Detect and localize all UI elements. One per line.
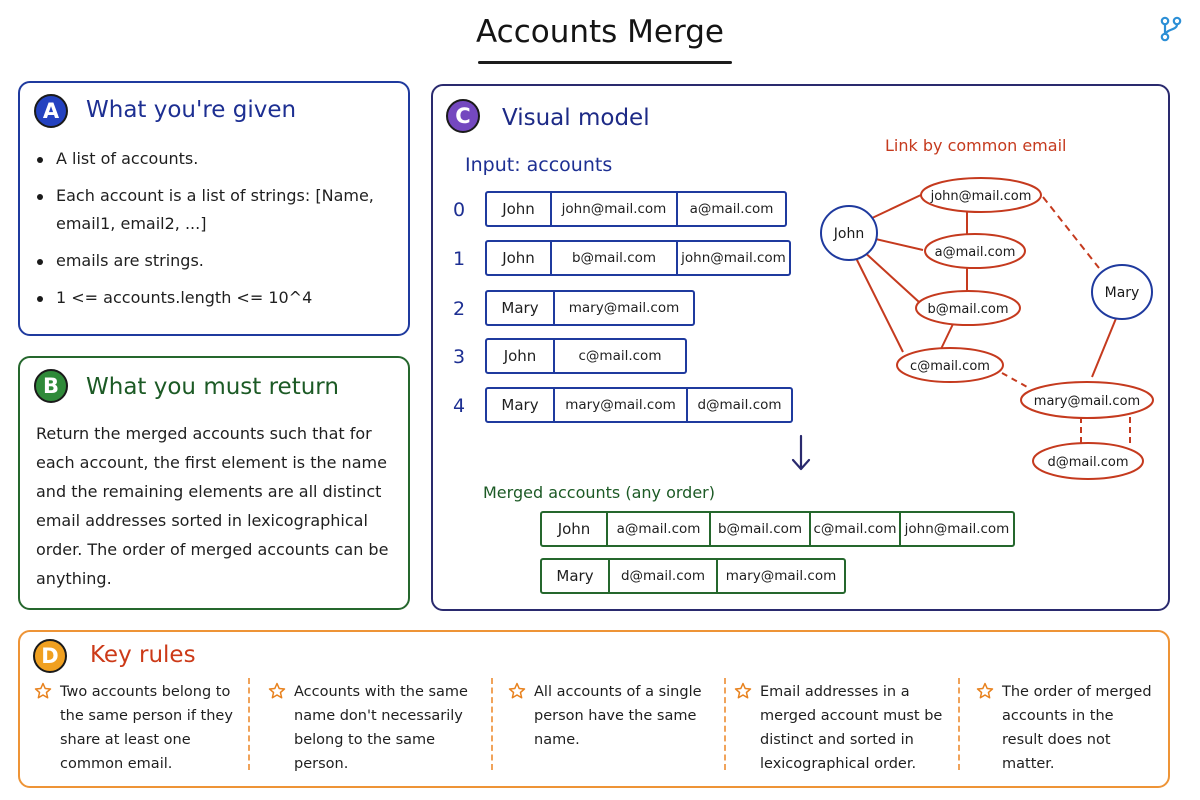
account-index: 2 [453,298,466,320]
node-label: Mary [1105,285,1140,301]
email-graph: John Mary john@mail.com a@mail.com b@mai… [820,177,1154,480]
star-icon [34,682,52,699]
badge-c: C [446,99,480,133]
account-row: Mary mary@mail.com d@mail.com [485,387,793,423]
graph-edge [1001,372,1030,389]
key-rules-panel: D Key rules Two accounts belong to the s… [18,630,1170,788]
rule-text: The order of merged accounts in the resu… [1002,684,1152,772]
rule-divider [248,678,250,770]
graph-edge [869,193,924,220]
account-name-cell: John [487,242,552,274]
account-name-cell: Mary [487,389,555,421]
account-row: John c@mail.com [485,338,687,374]
account-email-cell: d@mail.com [697,397,782,413]
given-panel: A What you're given A list of accounts. … [18,81,410,336]
account-row: John john@mail.com a@mail.com [485,191,787,227]
graph-edge [853,253,904,353]
account-email-cell: b@mail.com [552,242,678,274]
account-email-cell: a@mail.com [689,201,774,217]
account-email-cell: mary@mail.com [555,389,688,421]
given-heading: What you're given [86,97,297,123]
page-title: Accounts Merge [476,14,724,50]
node-mary [1091,264,1153,320]
badge-a: A [34,94,68,128]
merged-email-cell: c@mail.com [811,513,901,545]
node-label: a@mail.com [935,245,1016,260]
graph-edge [1091,315,1118,378]
star-icon [976,682,994,699]
account-name-cell: John [487,340,555,372]
node-d-email [1032,442,1144,480]
star-icon [734,682,752,699]
account-row: John b@mail.com john@mail.com [485,240,791,276]
rule-text: Two accounts belong to the same person i… [60,684,233,772]
merged-row: John a@mail.com b@mail.com c@mail.com jo… [540,511,1015,547]
merged-accounts-label: Merged accounts (any order) [483,483,715,502]
account-name-cell: John [487,193,552,225]
account-row: Mary mary@mail.com [485,290,695,326]
node-label: John [833,226,864,242]
star-icon [508,682,526,699]
rule-text: Accounts with the same name don't necess… [294,684,468,772]
graph-edge [1042,196,1100,269]
node-a-email [924,233,1026,269]
node-label: mary@mail.com [1034,394,1140,409]
node-john [820,205,878,261]
rule-text: Email addresses in a merged account must… [760,684,943,772]
rule-divider [491,678,493,770]
node-mary-email [1020,381,1154,419]
account-email-cell: c@mail.com [578,348,662,364]
account-index: 4 [453,395,466,417]
node-label: c@mail.com [910,359,990,374]
badge-b: B [34,369,68,403]
given-bullets: A list of accounts. Each account is a li… [34,145,394,321]
input-accounts-label: Input: accounts [465,154,613,176]
merged-email-cell: john@mail.com [904,521,1010,537]
graph-edge [940,323,954,350]
rule-text: All accounts of a single person have the… [534,684,702,748]
graph-caption: Link by common email [885,136,1067,155]
node-c-email [896,347,1004,383]
title-underline [478,61,732,64]
star-icon [268,682,286,699]
node-label: d@mail.com [1047,455,1128,470]
account-index: 3 [453,346,466,368]
return-description: Return the merged accounts such that for… [36,424,389,588]
rule-divider [958,678,960,770]
merged-email-cell: a@mail.com [608,513,711,545]
node-b-email [915,290,1021,326]
graph-edge [860,248,920,303]
account-name-cell: Mary [487,292,555,324]
merged-email-cell: b@mail.com [711,513,811,545]
bullet-item: A list of accounts. [34,145,394,173]
bullet-item: emails are strings. [34,247,394,275]
return-heading: What you must return [86,374,339,400]
account-email-cell: john@mail.com [681,250,786,266]
rule-divider [724,678,726,770]
git-branch-icon [1160,16,1182,42]
node-label: john@mail.com [930,189,1032,204]
down-arrow-icon [791,434,811,471]
visual-model-panel: C Visual model Input: accounts 0 John jo… [431,84,1170,611]
bullet-item: 1 <= accounts.length <= 10^4 [34,284,394,312]
node-john-email [920,177,1042,213]
badge-d: D [33,639,67,673]
bullet-item: Each account is a list of strings: [Name… [34,182,394,238]
account-index: 1 [453,248,466,270]
account-email-cell: john@mail.com [552,193,678,225]
return-panel: B What you must return Return the merged… [18,356,410,610]
merged-row: Mary d@mail.com mary@mail.com [540,558,846,594]
account-email-cell: mary@mail.com [568,300,680,316]
merged-email-cell: d@mail.com [610,560,718,592]
visual-model-heading: Visual model [502,105,650,131]
key-rules-heading: Key rules [90,642,196,668]
merged-name-cell: John [542,513,608,545]
merged-email-cell: mary@mail.com [725,568,837,584]
node-label: b@mail.com [927,302,1008,317]
account-index: 0 [453,199,466,221]
merged-name-cell: Mary [542,560,610,592]
